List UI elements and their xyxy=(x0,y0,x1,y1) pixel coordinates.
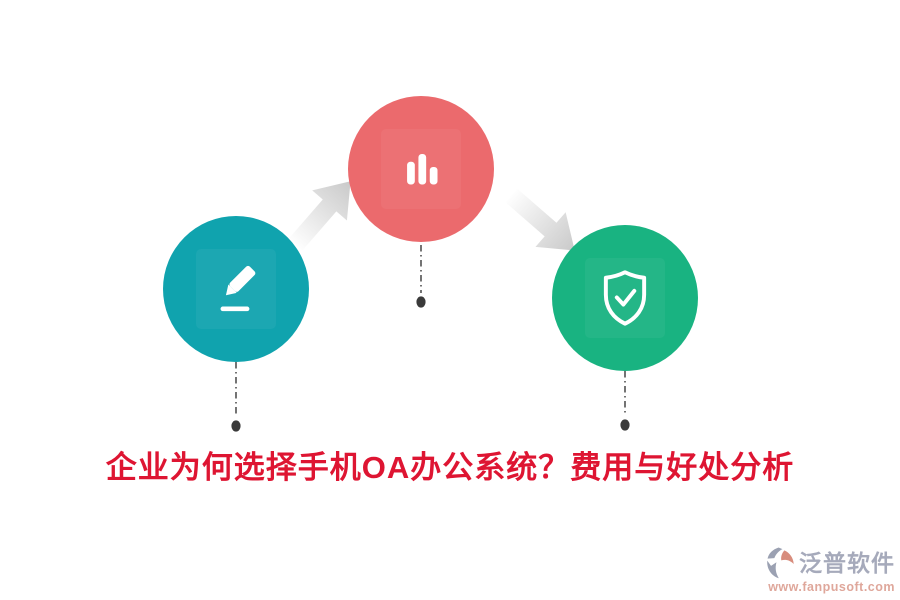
shield-check-icon xyxy=(603,270,647,326)
watermark: 泛普软件 www.fanpusoft.com xyxy=(766,546,895,594)
flow-arrow-up-icon xyxy=(288,181,351,251)
icon-plate xyxy=(381,129,461,209)
step-circle-edit xyxy=(163,216,309,362)
flow-arrow-down-icon xyxy=(505,188,575,251)
watermark-url-text: www.fanpusoft.com xyxy=(768,580,895,594)
step-circle-statistics xyxy=(348,96,494,242)
fanpu-logo-icon xyxy=(767,547,794,579)
bar-chart-icon xyxy=(407,154,438,185)
pencil-icon xyxy=(220,265,256,312)
step-circle-security xyxy=(552,225,698,371)
connector-line-security xyxy=(620,371,630,431)
page-title: 企业为何选择手机OA办公系统？费用与好处分析 xyxy=(105,450,795,485)
icon-plate xyxy=(196,249,276,329)
connector-line-statistics xyxy=(416,245,426,308)
watermark-brand-text: 泛普软件 xyxy=(799,549,895,576)
connector-line-edit xyxy=(231,362,241,432)
icon-plate xyxy=(585,258,665,338)
